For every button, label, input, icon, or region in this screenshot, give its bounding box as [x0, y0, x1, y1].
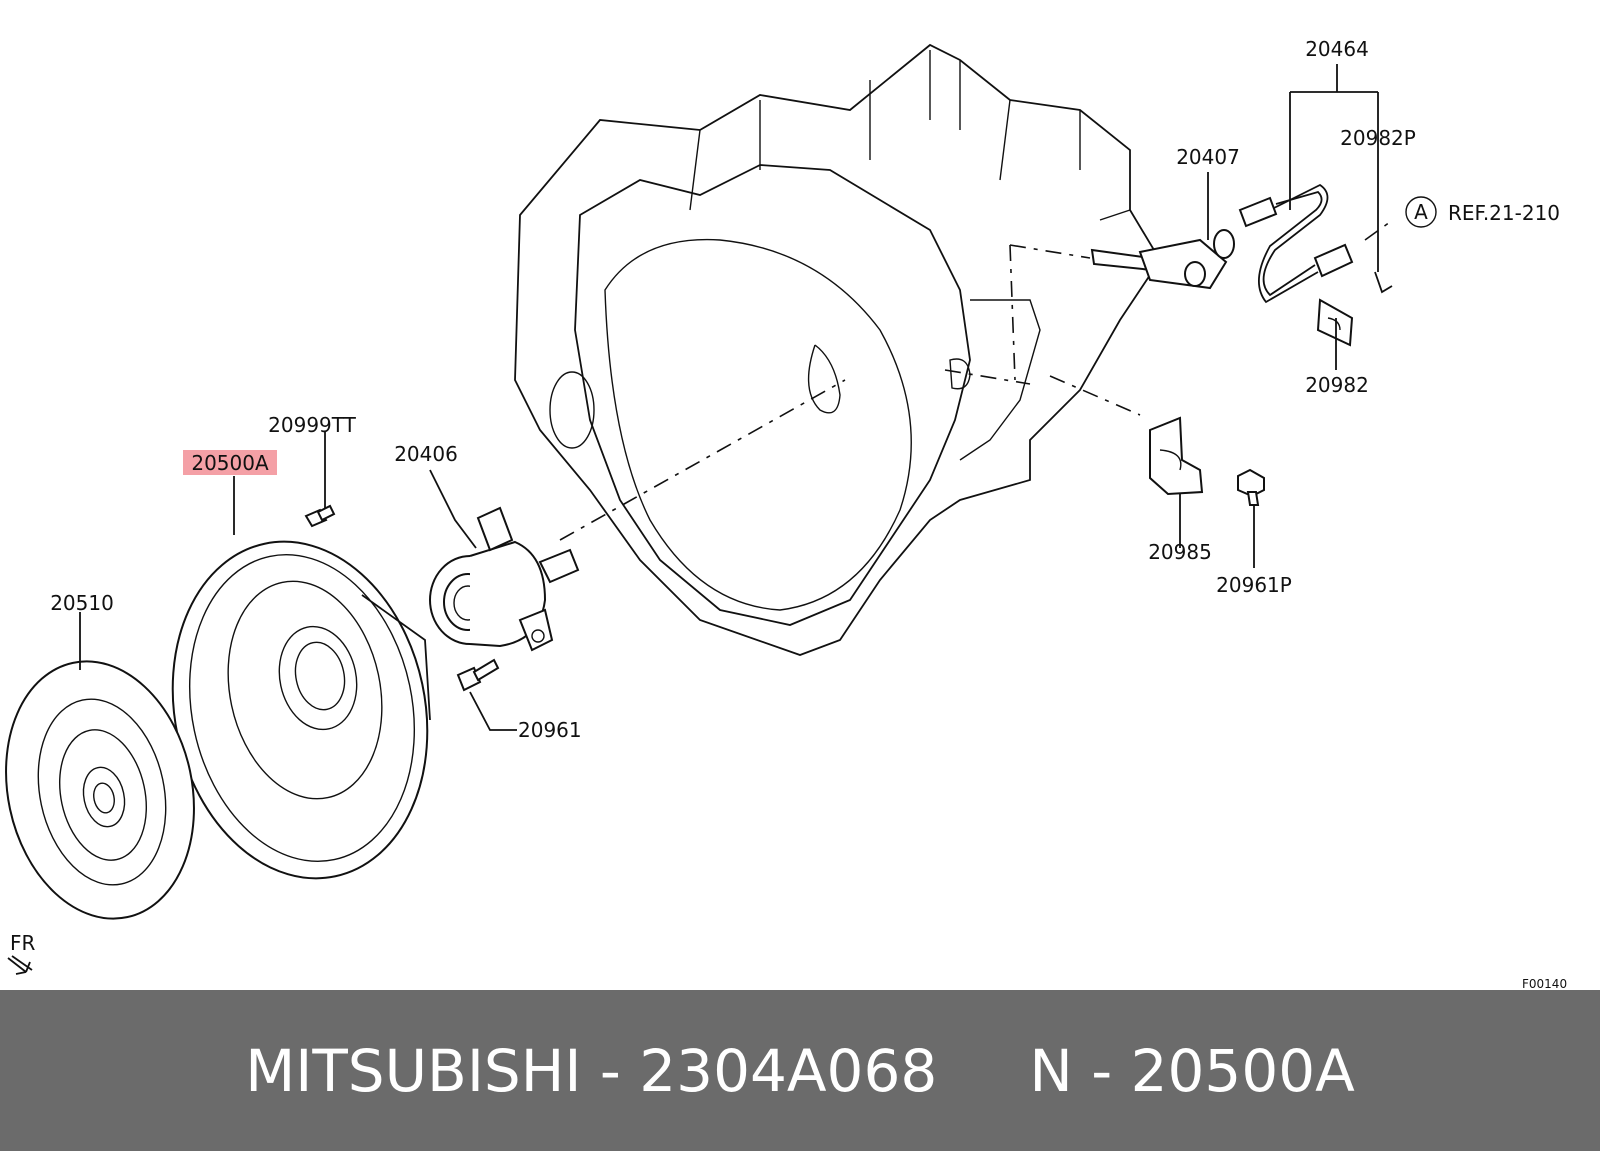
label-20500A: 20500A: [191, 451, 269, 475]
label-20407: 20407: [1176, 145, 1240, 169]
diagram-code: F00140: [1522, 977, 1567, 990]
pin-20982P: [1374, 271, 1393, 294]
clutch-disc: [5, 660, 195, 920]
leader-lines: [79, 64, 1379, 731]
label-20961: 20961: [518, 718, 582, 742]
slave-cylinder-fitting: [1090, 229, 1235, 290]
bolt-20999TT: [304, 504, 336, 528]
reference-letter: A: [1414, 200, 1428, 224]
hydraulic-pipe: [1238, 183, 1354, 304]
reference-circle: [1405, 196, 1437, 228]
label-20985: 20985: [1148, 540, 1212, 564]
label-20999TT: 20999TT: [268, 413, 356, 437]
part-highlight: [183, 450, 277, 475]
transaxle-housing: [514, 43, 1162, 656]
clip-20982: [1316, 298, 1354, 347]
label-ref: REF.21-210: [1448, 201, 1560, 225]
footer-bar: MITSUBISHI - 2304A068 N - 20500A: [0, 990, 1600, 1151]
bracket-20985: [1149, 416, 1204, 496]
release-bearing: [429, 506, 580, 652]
label-20961P: 20961P: [1216, 573, 1292, 597]
label-20464: 20464: [1305, 37, 1369, 61]
label-20510: 20510: [50, 591, 114, 615]
label-20406: 20406: [394, 442, 458, 466]
parts-diagram: A 20464 20982P 20407 REF.21-210 20982 20…: [5, 37, 1567, 990]
bolt-20961: [456, 658, 500, 692]
label-20982: 20982: [1305, 373, 1369, 397]
front-arrow-icon: [7, 955, 33, 975]
front-label: FR: [10, 931, 36, 955]
alignment-lines: [559, 221, 1391, 541]
label-20982P: 20982P: [1340, 126, 1416, 150]
footer-part-number: MITSUBISHI - 2304A068 N - 20500A: [245, 1036, 1355, 1105]
bolt-20961P: [1237, 468, 1265, 506]
